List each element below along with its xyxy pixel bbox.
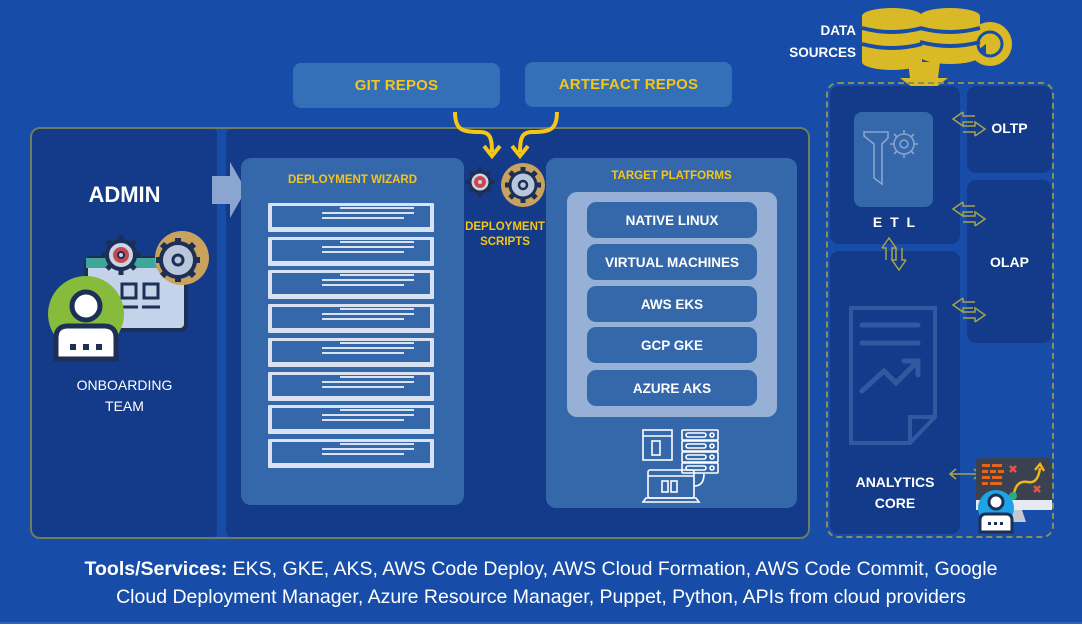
etl-core-arrow-icon [881, 236, 907, 272]
deployment-scripts-label: DEPLOYMENT SCRIPTS [455, 220, 555, 250]
data-sources-line1: DATA [820, 23, 857, 38]
wizard-form-row [268, 236, 434, 266]
data-sources-label: DATA SOURCES [776, 20, 856, 64]
etl-icon-tile [854, 112, 933, 207]
olap-label: OLAP [990, 254, 1029, 270]
tools-services-label: Tools/Services: [84, 558, 228, 580]
platform-virtual-machines: VIRTUAL MACHINES [587, 244, 757, 280]
tools-services-line1: Tools/Services: EKS, GKE, AKS, AWS Code … [30, 555, 1052, 583]
etl-label: E T L [872, 214, 918, 230]
git-repos-box: GIT REPOS [293, 63, 500, 108]
wizard-form-row [268, 438, 434, 468]
admin-onboarding-icon [48, 231, 209, 362]
deployment-wizard-title: DEPLOYMENT WIZARD [287, 174, 418, 186]
platform-aws-eks: AWS EKS [587, 286, 757, 322]
etl-olap-arrow-icon [951, 201, 987, 227]
target-platforms-title: TARGET PLATFORMS [611, 170, 732, 182]
data-sources-database-icon [861, 8, 1012, 96]
wizard-form-row [268, 371, 434, 401]
analytics-dashed-frame [826, 82, 1054, 538]
artefact-repos-box: ARTEFACT REPOS [525, 62, 732, 107]
oltp-box [967, 86, 1052, 173]
platform-azure-aks: AZURE AKS [587, 370, 757, 406]
deployment-scripts-line1: DEPLOYMENT [465, 221, 545, 233]
tools-services-list-part1: EKS, GKE, AKS, AWS Code Deploy, AWS Clou… [227, 558, 998, 580]
wizard-form-row [268, 203, 434, 232]
tools-services-list-part2: Cloud Deployment Manager, Azure Resource… [116, 586, 966, 608]
report-document-icon [849, 306, 937, 445]
analytics-core-label: ANALYTICS CORE [830, 472, 960, 514]
git-repos-label: GIT REPOS [354, 77, 439, 94]
funnel-gear-icon [863, 130, 918, 186]
repo-arrows-icon [453, 111, 559, 160]
core-olap-arrow-icon [951, 297, 987, 323]
deployment-scripts-line2: SCRIPTS [480, 236, 530, 248]
onboarding-team-label: ONBOARDING TEAM [32, 375, 217, 417]
olap-box [967, 180, 1052, 343]
data-analyst-icon [976, 458, 1052, 534]
tools-services-text: Tools/Services: EKS, GKE, AKS, AWS Code … [30, 555, 1052, 611]
wizard-form-row [268, 337, 434, 367]
artefact-repos-label: ARTEFACT REPOS [558, 76, 699, 93]
oltp-label: OLTP [991, 120, 1028, 136]
wizard-form-row [268, 304, 434, 334]
analytics-core-line2: CORE [874, 495, 916, 511]
platform-gcp-gke: GCP GKE [587, 327, 757, 363]
servers-devices-icon [641, 429, 719, 503]
data-sources-line2: SOURCES [789, 45, 856, 60]
admin-title: ADMIN [88, 182, 161, 207]
analytics-core-line1: ANALYTICS [855, 474, 935, 490]
wizard-form-row [268, 405, 434, 435]
deployment-scripts-gears-icon [465, 163, 545, 207]
etl-oltp-arrow-icon [951, 111, 987, 137]
wizard-form-row [268, 270, 434, 300]
platform-native-linux: NATIVE LINUX [587, 202, 757, 238]
onboarding-team-line2: TEAM [105, 398, 144, 414]
admin-to-wizard-arrow-icon [212, 162, 246, 218]
onboarding-team-line1: ONBOARDING [76, 377, 173, 393]
